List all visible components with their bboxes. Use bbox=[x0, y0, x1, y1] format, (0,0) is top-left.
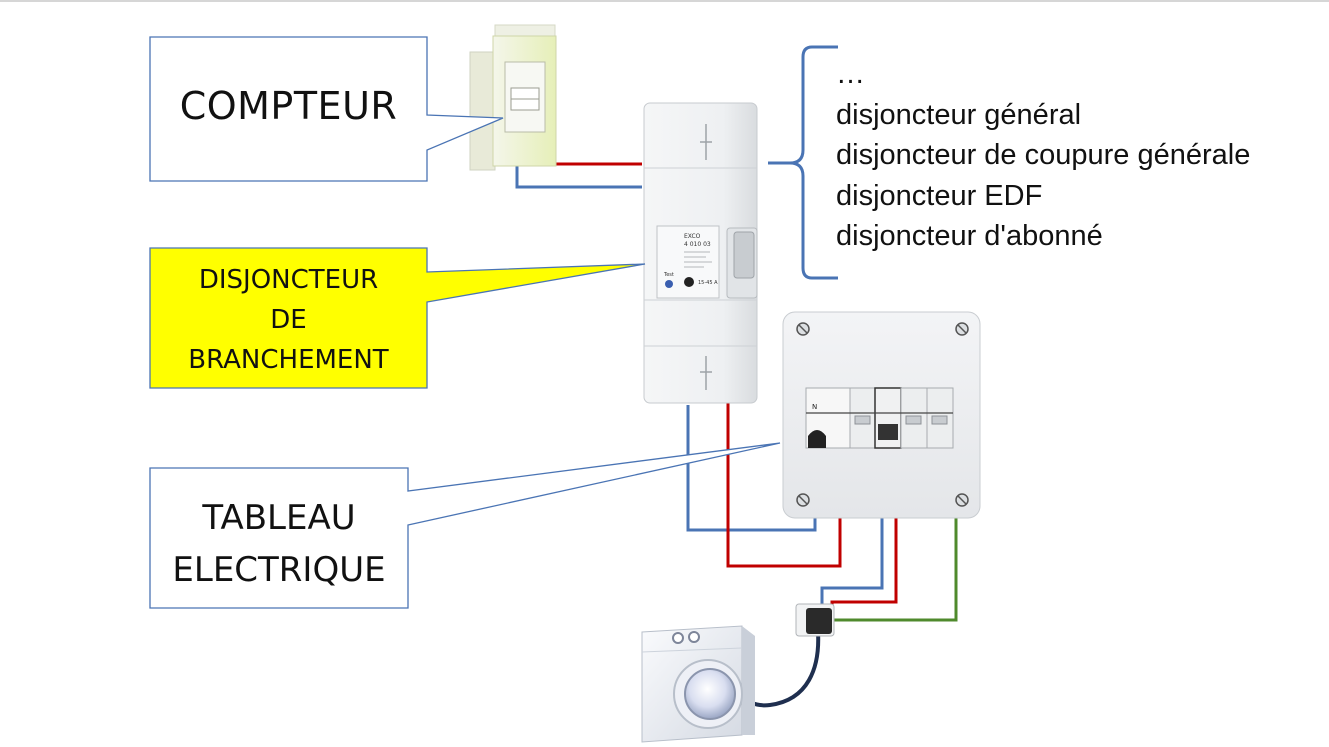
callout-tableau bbox=[149, 442, 781, 609]
wire-neutral-meter bbox=[515, 158, 642, 189]
neutral-mark: N bbox=[812, 403, 817, 411]
main-breaker-illustration: EXCO 4 010 03 Test 15-45 A bbox=[643, 102, 758, 404]
tableau-label: TABLEAU ELECTRIQUE bbox=[150, 492, 408, 596]
breaker-lever[interactable] bbox=[733, 231, 755, 279]
washing-machine-illustration bbox=[641, 625, 755, 743]
compteur-label: COMPTEUR bbox=[179, 84, 398, 128]
breaker-reference: 4 010 03 bbox=[684, 241, 711, 248]
callout-disjoncteur bbox=[149, 247, 646, 389]
alias-brace bbox=[768, 45, 838, 280]
indicator-knob bbox=[684, 277, 694, 287]
alias-item: … bbox=[836, 58, 865, 90]
test-button[interactable] bbox=[665, 280, 673, 288]
disjoncteur-label: DISJONCTEUR DE BRANCHEMENT bbox=[150, 260, 427, 380]
callout-compteur bbox=[149, 36, 504, 182]
alias-item: disjoncteur d'abonné bbox=[836, 220, 1103, 253]
wall-socket-illustration bbox=[795, 603, 835, 637]
disjoncteur-label-line-3: BRANCHEMENT bbox=[188, 345, 389, 375]
alias-item: disjoncteur général bbox=[836, 98, 1082, 131]
washer-door bbox=[684, 668, 736, 720]
wire-neutral-breaker-panel bbox=[686, 405, 817, 532]
disjoncteur-label-line-2: DE bbox=[270, 305, 307, 335]
alias-item: disjoncteur de coupure générale bbox=[836, 139, 1251, 172]
disjoncteur-label-line-1: DISJONCTEUR bbox=[198, 265, 379, 295]
tableau-label-line-2: ELECTRIQUE bbox=[172, 550, 386, 590]
wire-earth-panel-socket bbox=[832, 517, 958, 622]
meter-illustration bbox=[469, 24, 557, 171]
tableau-label-line-1: TABLEAU bbox=[202, 498, 356, 538]
alias-item: disjoncteur EDF bbox=[836, 179, 1043, 212]
breaker-rating: 15-45 A bbox=[698, 280, 718, 286]
breaker-alias-list: … disjoncteur général disjoncteur de cou… bbox=[836, 54, 1250, 257]
wire-phase-breaker-panel bbox=[726, 402, 842, 568]
breaker-test-label: Test bbox=[663, 272, 674, 278]
distribution-panel-illustration: N bbox=[782, 311, 981, 519]
wire-neutral-panel-socket bbox=[820, 517, 884, 604]
breaker-brand: EXCO bbox=[684, 233, 701, 240]
wire-phase-panel-socket bbox=[830, 517, 898, 610]
top-divider-line bbox=[0, 0, 1329, 2]
